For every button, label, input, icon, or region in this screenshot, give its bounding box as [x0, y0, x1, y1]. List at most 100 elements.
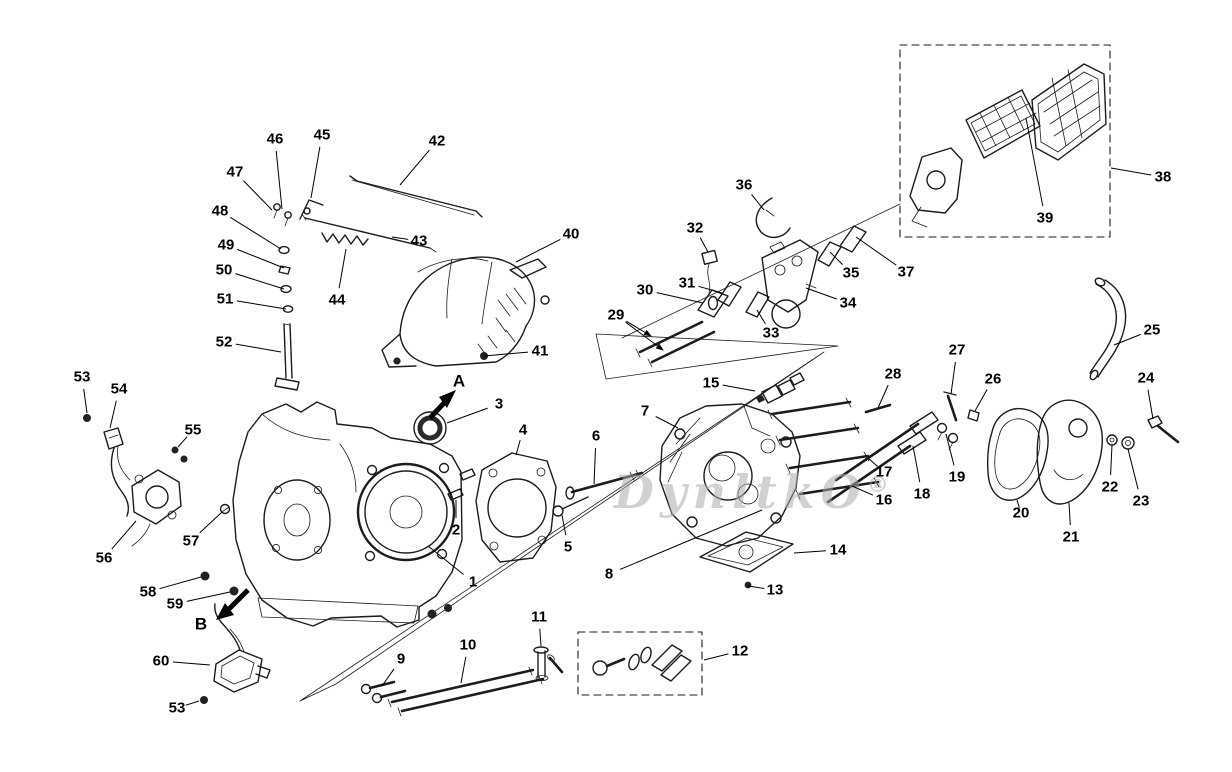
callout-12-58: 12 [732, 643, 749, 660]
crankcase [232, 401, 476, 628]
callout-15-26: 15 [703, 375, 720, 392]
gasket [839, 225, 867, 253]
washer [1121, 436, 1135, 450]
callout-2-44: 2 [452, 522, 460, 539]
leader-line-23-42 [1127, 448, 1139, 490]
case-bolt [200, 571, 210, 581]
drain-bolt [444, 604, 452, 612]
callout-53-28: 53 [74, 369, 91, 386]
callout-50-8: 50 [216, 262, 233, 279]
leader-line-37-16 [855, 236, 897, 266]
leader-line-16-43 [851, 485, 874, 496]
sensor-connector [255, 665, 271, 679]
callout-57-46: 57 [183, 533, 200, 550]
throttle-rod [304, 217, 431, 249]
callout-23-42: 23 [1133, 493, 1150, 510]
sensor-wire [214, 603, 241, 651]
callout-47-3: 47 [227, 164, 244, 181]
leader-line-30-17 [656, 292, 704, 304]
callout-17-38: 17 [876, 464, 893, 481]
callout-54-29: 54 [111, 381, 128, 398]
ignition-coil-assembly [83, 414, 239, 596]
callout-24-34: 24 [1138, 370, 1155, 387]
callout-7-31: 7 [641, 403, 649, 420]
push-rod [826, 444, 912, 504]
callout-8-51: 8 [605, 566, 613, 583]
callout-18-39: 18 [914, 486, 931, 503]
pivot [947, 432, 959, 444]
carb-stud [650, 330, 716, 364]
leader-line-46-0 [275, 150, 283, 210]
callout-16-43: 16 [876, 492, 893, 509]
callout-3-30: 3 [495, 396, 503, 413]
leader-line-21-48 [1068, 502, 1071, 526]
leader-line-33-21 [756, 309, 766, 325]
leader-line-31-18 [698, 285, 723, 294]
crank-boss [263, 479, 331, 561]
leader-line-35-15 [829, 251, 843, 265]
dowel-pin [447, 488, 464, 501]
lifter [592, 660, 608, 676]
callout-5-45: 5 [564, 539, 572, 556]
air-cleaner-base [1036, 399, 1103, 505]
mounting-flange [257, 597, 419, 624]
cover-screw [744, 581, 752, 589]
long-stud [390, 668, 535, 704]
leader-line-50-8 [235, 273, 285, 290]
leader-line-20-47 [1016, 499, 1020, 508]
callout-36-9: 36 [736, 177, 753, 194]
stud [864, 403, 892, 414]
leader-line-4-36 [515, 439, 521, 456]
callout-30-17: 30 [637, 282, 654, 299]
governor-linkage [273, 175, 483, 391]
gasket [717, 281, 742, 307]
leader-line-41-23 [483, 351, 529, 357]
pivot [936, 422, 948, 434]
case-bolt [229, 586, 239, 596]
head-cover [699, 531, 794, 589]
callout-32-12: 32 [687, 220, 704, 237]
callout-19-40: 19 [949, 469, 966, 486]
stud [946, 394, 958, 422]
washer [1106, 434, 1118, 446]
leader-line-25-24 [1113, 333, 1141, 346]
leader-line-13-53 [747, 585, 765, 589]
governor-spring [321, 232, 369, 246]
callout-40-7: 40 [563, 226, 580, 243]
rocker-plate [660, 654, 692, 682]
leader-line-28-32 [877, 384, 889, 409]
breather-tube [1089, 277, 1127, 381]
callout-9-60: 9 [397, 651, 405, 668]
leader-line-39-13 [1025, 117, 1044, 207]
callout-55-35: 55 [185, 422, 202, 439]
callout-58-54: 58 [140, 584, 157, 601]
projection-lines [299, 333, 839, 702]
filter-bracket [909, 147, 963, 214]
callout-28-32: 28 [885, 366, 902, 383]
washer [278, 245, 290, 255]
rocker-arm [897, 431, 927, 455]
carburetor-assembly [621, 197, 901, 368]
callout-22-41: 22 [1102, 479, 1119, 496]
callout-27-27: 27 [949, 342, 966, 359]
callout-10-59: 10 [460, 637, 477, 654]
filter-outer-element [1031, 63, 1107, 161]
arm-screw [273, 203, 281, 211]
callout-35-15: 35 [843, 265, 860, 282]
valve-train [826, 391, 980, 504]
leader-line-12-58 [703, 653, 729, 661]
callout-41-23: 41 [532, 343, 549, 360]
oil-sensor-assembly [200, 603, 271, 704]
callout-33-21: 33 [763, 325, 780, 342]
callout-6-37: 6 [592, 428, 600, 445]
leader-line-9-60 [381, 668, 395, 687]
watermark: DynltkO® [612, 465, 895, 519]
rocker-plate [651, 644, 683, 672]
carb-stud [638, 320, 704, 354]
leader-line-52-22 [235, 343, 282, 353]
valve-disc [640, 646, 652, 664]
arm-nut [284, 211, 292, 219]
leader-line-7-31 [655, 416, 679, 429]
callout-21-48: 21 [1063, 529, 1080, 546]
